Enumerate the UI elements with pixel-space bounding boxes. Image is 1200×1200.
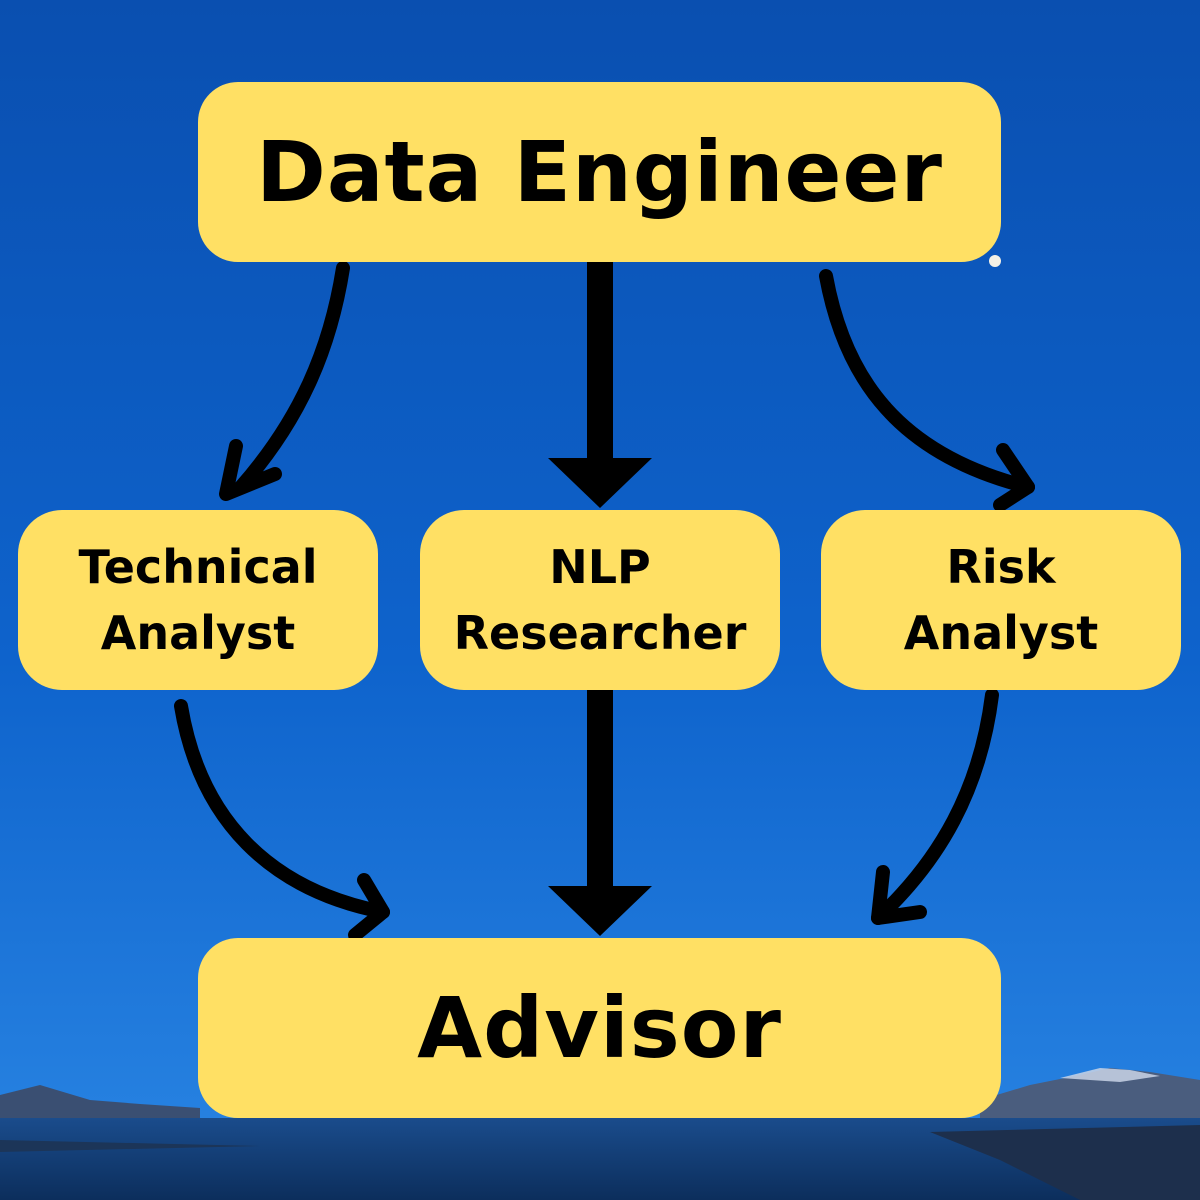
node-risk-analyst-line2: Analyst — [903, 606, 1099, 660]
node-nlp-researcher-line1: NLP — [549, 540, 651, 594]
shore-left — [0, 1140, 260, 1152]
node-technical-analyst-line2: Analyst — [100, 606, 296, 660]
moon — [989, 255, 1001, 267]
node-risk-analyst-line1: Risk — [946, 540, 1056, 594]
node-advisor-label: Advisor — [417, 979, 782, 1077]
node-nlp-researcher-line2: Researcher — [453, 606, 747, 660]
shore-right — [930, 1125, 1200, 1200]
node-technical-analyst: Technical Analyst — [18, 510, 378, 690]
snow-cap — [1060, 1068, 1160, 1082]
node-technical-analyst-line1: Technical — [78, 540, 318, 594]
node-risk-analyst: Risk Analyst — [821, 510, 1181, 690]
node-data-engineer: Data Engineer — [198, 82, 1001, 262]
node-advisor: Advisor — [198, 938, 1001, 1118]
node-data-engineer-label: Data Engineer — [256, 123, 943, 221]
node-nlp-researcher: NLP Researcher — [420, 510, 780, 690]
